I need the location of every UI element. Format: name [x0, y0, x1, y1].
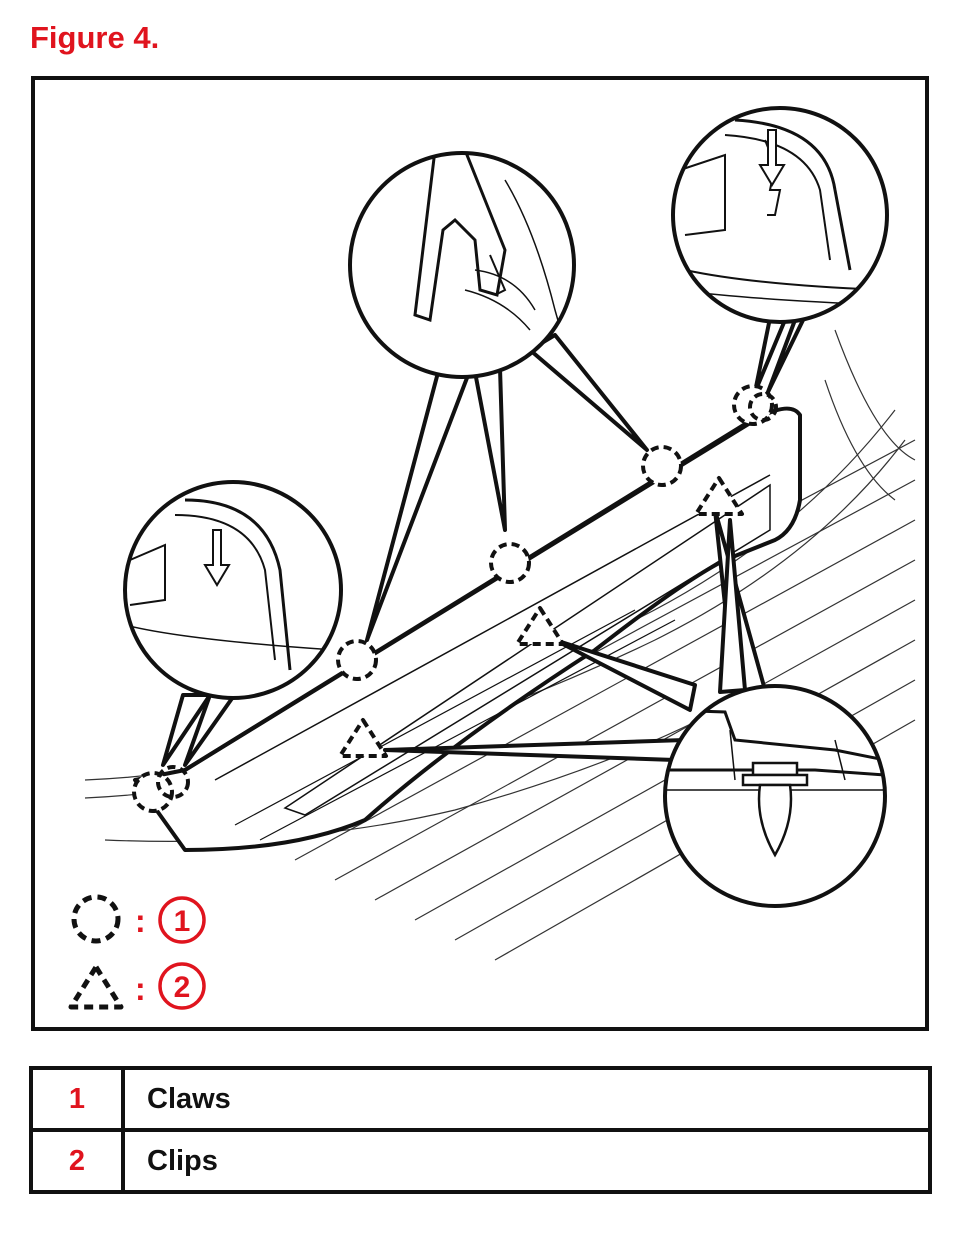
claw-marker [132, 771, 174, 813]
row-number: 2 [29, 1128, 125, 1194]
row-description: Clips [121, 1128, 932, 1194]
claw-marker [156, 765, 190, 799]
clip-detail-callout [663, 684, 887, 908]
claw-marker [336, 639, 378, 681]
row-number: 1 [29, 1066, 125, 1132]
claw-detail-callout-right [671, 106, 889, 324]
clip-marker [515, 606, 565, 646]
claw-marker [641, 445, 683, 487]
claw-marker [748, 392, 778, 422]
legend-number-1: 1 [174, 905, 191, 938]
legend-claw-symbol [71, 894, 121, 944]
reference-table: 1 Claws 2 Clips [29, 1066, 932, 1194]
callout-pointers [161, 314, 807, 767]
claw-marker [732, 384, 774, 426]
clip-marker [338, 718, 388, 758]
svg-text::: : [135, 971, 146, 1007]
claw-marker [489, 542, 531, 584]
legend: : 1 : 2 [68, 894, 206, 1010]
svg-text::: : [135, 903, 146, 939]
claw-markers [132, 384, 778, 813]
trim-panel [133, 406, 802, 852]
table-row: 1 Claws [29, 1066, 932, 1132]
legend-number-2: 2 [174, 971, 191, 1004]
claw-detail-callout-left [123, 480, 343, 700]
clip-marker [694, 476, 744, 516]
figure-frame: : 1 : 2 [31, 76, 929, 1031]
trim-panel-diagram: : 1 : 2 [68, 106, 916, 1010]
clip-markers [338, 476, 744, 758]
claw-detail-callout-top [348, 151, 576, 379]
legend-clip-symbol [68, 964, 124, 1010]
row-description: Claws [121, 1066, 932, 1132]
figure-title: Figure 4. [30, 20, 160, 55]
table-row: 2 Clips [29, 1128, 932, 1194]
